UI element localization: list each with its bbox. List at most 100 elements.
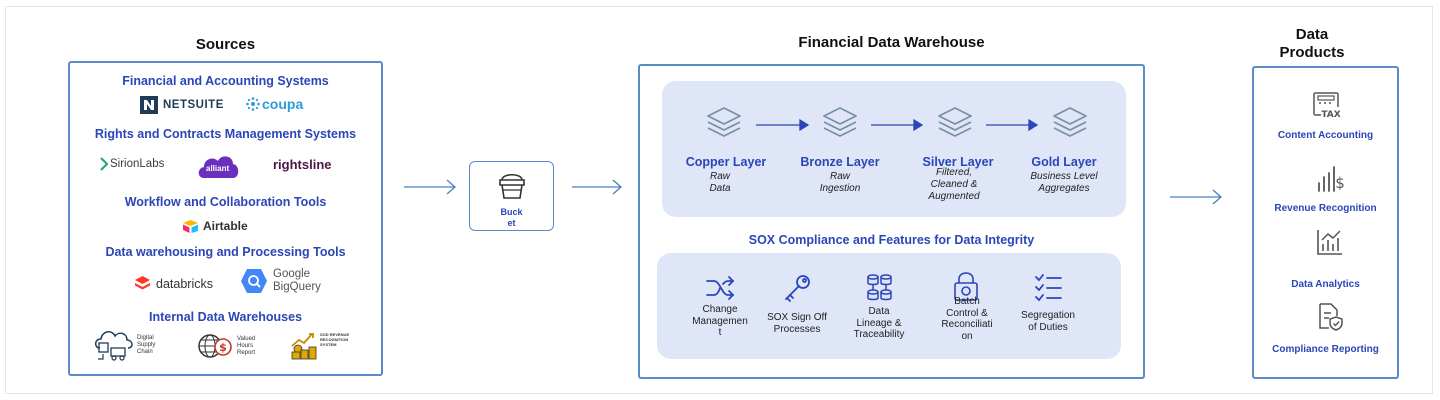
sirionlabs-logo: SirionLabs — [100, 157, 164, 171]
rightsline-text: rightsline — [273, 157, 332, 172]
compliance-reporting-label: Compliance Reporting — [1272, 344, 1379, 355]
coupa-logo: coupa — [246, 96, 303, 112]
category-data-warehousing: Data warehousing and Processing Tools — [105, 245, 346, 259]
bronze-layer-stack-icon — [823, 107, 857, 137]
tax-icon-text: TAX — [1321, 110, 1340, 120]
sources-heading: Sources — [195, 36, 256, 53]
feature-label-line: Traceability — [853, 329, 905, 340]
silver-desc-line: Filtered, — [935, 167, 973, 178]
sirionlabs-mark-icon — [100, 157, 109, 171]
supply-chain-cloud-icon — [94, 331, 133, 361]
copper-layer-stack-icon — [707, 107, 741, 137]
airtable-text: Airtable — [203, 219, 248, 233]
gold-layer-name: Gold Layer — [1031, 155, 1097, 169]
supply-chain-text-line2: Supply — [137, 341, 156, 348]
rightsline-logo: rightsline — [273, 157, 332, 172]
silver-desc-line: Cleaned & — [930, 179, 978, 190]
gold-desc-line: Business Level — [1030, 171, 1098, 182]
sox-features-panel — [657, 253, 1121, 359]
digital-supply-chain-logo: Digital Supply Chain — [94, 328, 155, 362]
silver-layer-name: Silver Layer — [922, 155, 994, 169]
arrow-head-silver-to-gold — [1028, 118, 1039, 132]
feature-label-line: of Duties — [1028, 321, 1068, 333]
key-icon — [785, 275, 810, 302]
supply-chain-text-line1: Digital — [137, 334, 154, 341]
copper-desc-line: Data — [709, 183, 731, 194]
warehouse-box: SOX Compliance and Features for Data Int… — [638, 64, 1145, 379]
sox-signoff-label: SOX Sign Off Processes — [752, 312, 842, 335]
warehouse-heading: Financial Data Warehouse — [798, 34, 985, 51]
silver-desc-line: Augmented — [928, 191, 980, 202]
bronze-desc-line: Ingestion — [819, 183, 861, 194]
coins-chart-icon — [291, 333, 317, 360]
svg-text:$: $ — [1335, 174, 1345, 192]
shuffle-icon — [706, 276, 735, 300]
bucket-icon — [499, 173, 525, 199]
database-lineage-icon — [867, 274, 892, 301]
revenue-recognition-label: Revenue Recognition — [1274, 203, 1377, 214]
feature-label-line: Processes — [773, 323, 821, 335]
lock-icon — [954, 272, 978, 301]
tax-document-icon: TAX — [1313, 92, 1341, 120]
netsuite-text: NETSUITE — [163, 99, 224, 111]
sources-box: Financial and Accounting Systems Rights … — [68, 61, 383, 376]
bigquery-text-line2: BigQuery — [273, 281, 321, 293]
diagram-frame — [5, 6, 1433, 394]
category-rights-contracts: Rights and Contracts Management Systems — [94, 127, 357, 141]
data-analytics-label: Data Analytics — [1291, 279, 1360, 290]
gold-layer-stack-icon — [1053, 107, 1087, 137]
copper-layer-name: Copper Layer — [685, 155, 767, 169]
silver-layer-desc: Filtered, Cleaned & Augmented — [904, 167, 1004, 203]
category-financial-accounting: Financial and Accounting Systems — [122, 74, 329, 88]
arrow-head-copper-to-bronze — [799, 118, 810, 132]
gold-layer-desc: Business Level Aggregates — [1014, 171, 1114, 195]
alliant-logo: alliant — [196, 151, 240, 181]
layer-icons — [707, 107, 1087, 137]
content-accounting-label: Content Accounting — [1277, 130, 1374, 141]
products-heading-line2: Products — [1279, 44, 1345, 61]
netsuite-logo: NETSUITE — [140, 96, 224, 114]
revenue-system-text-line2: RECOGNITION — [320, 336, 349, 342]
sirionlabs-text: SirionLabs — [110, 158, 165, 170]
copper-layer-desc: Raw Data — [672, 171, 768, 195]
bigquery-hexagon-icon — [241, 269, 267, 293]
coupa-burst-icon — [246, 97, 260, 111]
feature-icons — [706, 272, 1062, 302]
products-heading: Data Products — [1252, 26, 1372, 62]
category-internal-warehouses: Internal Data Warehouses — [148, 310, 303, 324]
valued-hours-report-logo: $ Valued Hours Report — [198, 333, 255, 359]
supply-chain-text-line3: Chain — [137, 348, 153, 355]
feature-label-line: Reconciliati — [941, 319, 993, 330]
feature-label-line: Batch — [954, 296, 980, 307]
revenue-recognition-system-logo: SOD REVENUE RECOGNITION SYSTEM — [290, 330, 349, 360]
data-lineage-label: Data Lineage & Traceability — [840, 306, 918, 341]
feature-label-line: on — [961, 330, 973, 342]
bucket-label-line2: et — [507, 218, 516, 228]
batch-control-label: Batch Control & Reconciliati on — [929, 296, 1005, 342]
bronze-layer-desc: Raw Ingestion — [790, 171, 890, 195]
sox-heading: SOX Compliance and Features for Data Int… — [748, 233, 1035, 247]
bronze-desc-line: Raw — [829, 171, 850, 182]
segregation-duties-label: Segregation of Duties — [1008, 310, 1088, 333]
feature-label-line: SOX Sign Off — [767, 312, 827, 323]
feature-label-line: Managemen — [692, 315, 748, 327]
category-workflow-collaboration: Workflow and Collaboration Tools — [124, 195, 327, 209]
compliance-document-shield-icon — [1319, 303, 1343, 331]
airtable-logo: Airtable — [183, 219, 248, 233]
bigquery-logo: Google BigQuery — [240, 268, 321, 294]
revenue-bars-dollar-icon: $ — [1318, 166, 1345, 192]
gold-desc-line: Aggregates — [1038, 183, 1090, 194]
products-box: TAX Content Accounting $ Revenue Recogni… — [1252, 66, 1399, 379]
silver-layer-stack-icon — [938, 107, 972, 137]
copper-desc-line: Raw — [709, 171, 730, 182]
alliant-cloud-icon — [198, 156, 239, 178]
feature-label-line: t — [718, 327, 722, 338]
bucket-box: Buck et — [469, 161, 554, 231]
change-management-label: Change Managemen t — [680, 304, 760, 339]
valued-hours-text-line1: Valued — [237, 335, 256, 342]
netsuite-n-icon — [140, 96, 158, 114]
valued-hours-text-line2: Hours — [237, 342, 254, 349]
globe-dollar-icon: $ — [198, 334, 232, 358]
databricks-text: databricks — [156, 276, 213, 291]
feature-label-line: Control & — [946, 307, 988, 319]
